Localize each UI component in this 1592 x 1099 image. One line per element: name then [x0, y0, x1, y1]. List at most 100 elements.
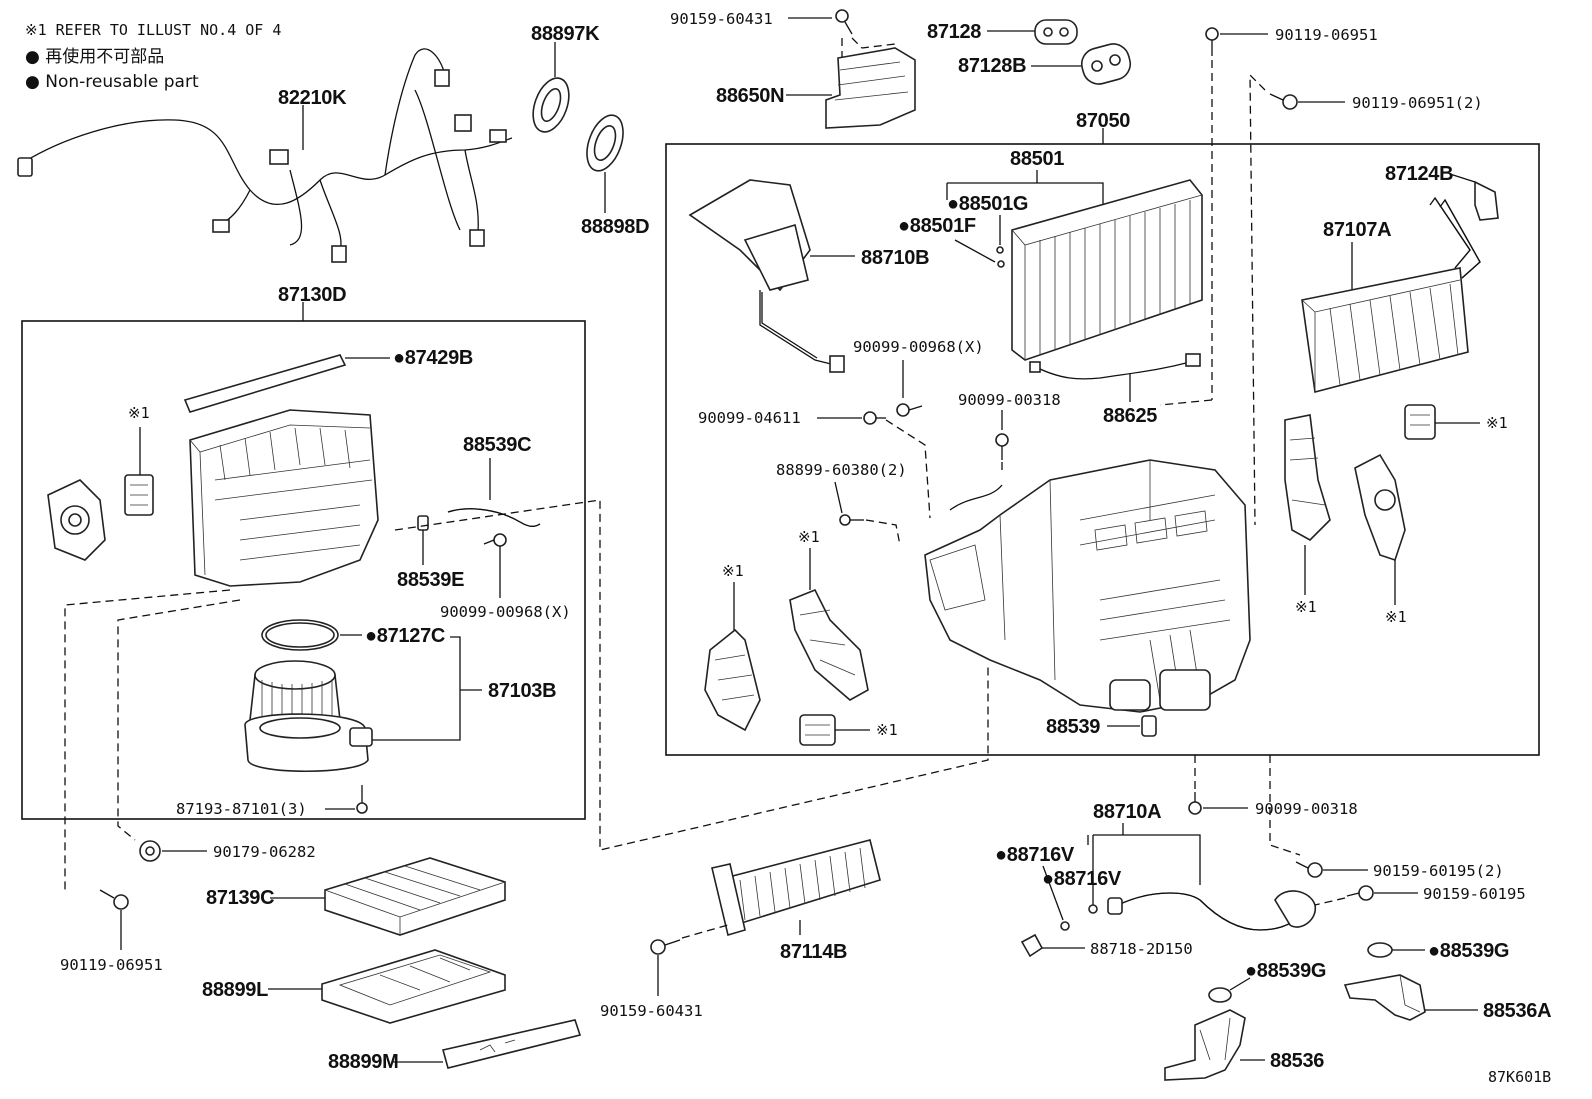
label-88897K: 88897K: [531, 23, 600, 45]
actuator-c: [799, 714, 836, 746]
label-87193: 87193-87101(3): [176, 800, 307, 818]
ref-1-c: ※1: [798, 528, 820, 546]
label-90119-06951-top: 90119-06951: [1275, 26, 1378, 44]
label-88716V-b: ●88716V: [1042, 868, 1122, 890]
bolt-90119-06951-top: [1205, 27, 1219, 56]
label-88539G-a: ●88539G: [1428, 940, 1509, 962]
bolt-90159-60195-2: [1295, 861, 1323, 878]
gasket-87127C: [261, 619, 339, 651]
label-90159-60195-2: 90159-60195(2): [1373, 862, 1504, 880]
label-90099-04611: 90099-04611: [698, 409, 801, 427]
note-nonreusable-jp: ● 再使用不可部品: [25, 46, 164, 67]
seal-88897K: [532, 77, 570, 133]
servo-left: [47, 479, 106, 561]
label-88625: 88625: [1103, 405, 1157, 427]
filter-87139C: [324, 857, 506, 936]
label-87124B: 87124B: [1385, 163, 1453, 185]
label-90099-00968X-left: 90099-00968(X): [440, 603, 571, 621]
bolt-90159-60431-bot: [650, 939, 681, 955]
duct-88536: [1164, 1009, 1246, 1081]
ref-1-a: ※1: [128, 404, 150, 422]
bolt-90099-00318-bot: [1188, 792, 1202, 815]
wire-harness-82210K: [17, 48, 513, 263]
actuator-d: [1284, 414, 1331, 541]
label-87128B: 87128B: [958, 55, 1026, 77]
bolt-87193-87101: [356, 785, 368, 814]
label-90159-60431-top: 90159-60431: [670, 10, 773, 28]
bolt-90119-06951-2: [1269, 93, 1298, 110]
bracket-87124B: [1474, 180, 1499, 221]
label-82210K: 82210K: [278, 87, 347, 109]
plug-88539E: [417, 515, 429, 531]
bolt-90099-00318-mid: [995, 433, 1009, 460]
heater-core-87107A: [1301, 196, 1481, 394]
label-88539E: 88539E: [397, 569, 464, 591]
label-88716V-a: ●88716V: [995, 844, 1075, 866]
actuator-e: [1354, 453, 1406, 562]
bolt-88899-60380: [839, 514, 864, 526]
label-90119-06951-bl: 90119-06951: [60, 956, 163, 974]
label-88501: 88501: [1010, 148, 1064, 170]
evaporator-88501: [1011, 179, 1203, 380]
note-nonreusable-en: ● Non-reusable part: [25, 72, 199, 92]
ref-1-d: ※1: [876, 721, 898, 739]
clip-88718-2D150: [1020, 933, 1044, 958]
note-refer: ※1 REFER TO ILLUST NO.4 OF 4: [25, 21, 281, 39]
blower-case: [189, 409, 379, 587]
label-87103B: 87103B: [488, 680, 556, 702]
grommet-88539: [1141, 715, 1157, 737]
ref-1-e: ※1: [1295, 598, 1317, 616]
label-87429B: ●87429B: [393, 347, 473, 369]
servo-small: [124, 474, 154, 516]
bolt-90099-04611: [863, 411, 886, 425]
label-88899-60380: 88899-60380(2): [776, 461, 907, 479]
actuator-f: [1404, 404, 1436, 440]
label-90119-06951-2: 90119-06951(2): [1352, 94, 1483, 112]
ptc-heater-87114B: [711, 839, 881, 937]
actuator-b: [789, 588, 869, 701]
label-88899M: 88899M: [328, 1051, 398, 1073]
hose-88539C: [447, 508, 541, 528]
bolt-90119-06951-bl: [99, 889, 129, 910]
tray-88899L: [321, 949, 506, 1024]
ref-1-g: ※1: [1486, 414, 1508, 432]
bolt-90159-60195: [1346, 885, 1374, 901]
footer-code: 87K601B: [1488, 1068, 1551, 1086]
grommet-87128: [1034, 19, 1078, 45]
label-90099-00318-mid: 90099-00318: [958, 391, 1061, 409]
blower-motor-87103B: [244, 660, 373, 773]
label-87114B: 87114B: [780, 941, 847, 963]
strip-88899M: [442, 1019, 582, 1069]
label-88539: 88539: [1046, 716, 1100, 738]
grommet-88539G-b: [1208, 987, 1232, 1003]
seal-88898D: [586, 114, 624, 172]
label-87128: 87128: [927, 21, 981, 43]
label-88650N: 88650N: [716, 85, 784, 107]
pipe-88710A: [1107, 890, 1316, 931]
label-87127C: ●87127C: [365, 625, 445, 647]
duct-88536A: [1343, 974, 1426, 1021]
seal-strip-87429B: [183, 354, 347, 413]
bracket-88650N: [825, 47, 916, 129]
label-87130D: 87130D: [278, 284, 346, 306]
label-88536: 88536: [1270, 1050, 1324, 1072]
label-90179: 90179-06282: [213, 843, 316, 861]
label-87107A: 87107A: [1323, 219, 1391, 241]
label-88898D: 88898D: [581, 216, 649, 238]
label-88501F: ●88501F: [898, 215, 976, 237]
ref-1-b: ※1: [722, 562, 744, 580]
label-90159-60195: 90159-60195: [1423, 885, 1526, 903]
label-88710B: 88710B: [861, 247, 929, 269]
label-88539C: 88539C: [463, 434, 531, 456]
label-90099-00968X-mid: 90099-00968(X): [853, 338, 984, 356]
pipe-88710B: [688, 179, 845, 373]
label-87139C: 87139C: [206, 887, 274, 909]
label-87050: 87050: [1076, 110, 1130, 132]
actuator-a: [704, 628, 761, 732]
label-88710A: 88710A: [1093, 801, 1161, 823]
nut-90179-06282: [139, 840, 161, 862]
grommet-88539G-a: [1367, 942, 1393, 958]
bolt-90099-00968X-left: [483, 533, 507, 547]
label-88899L: 88899L: [202, 979, 268, 1001]
